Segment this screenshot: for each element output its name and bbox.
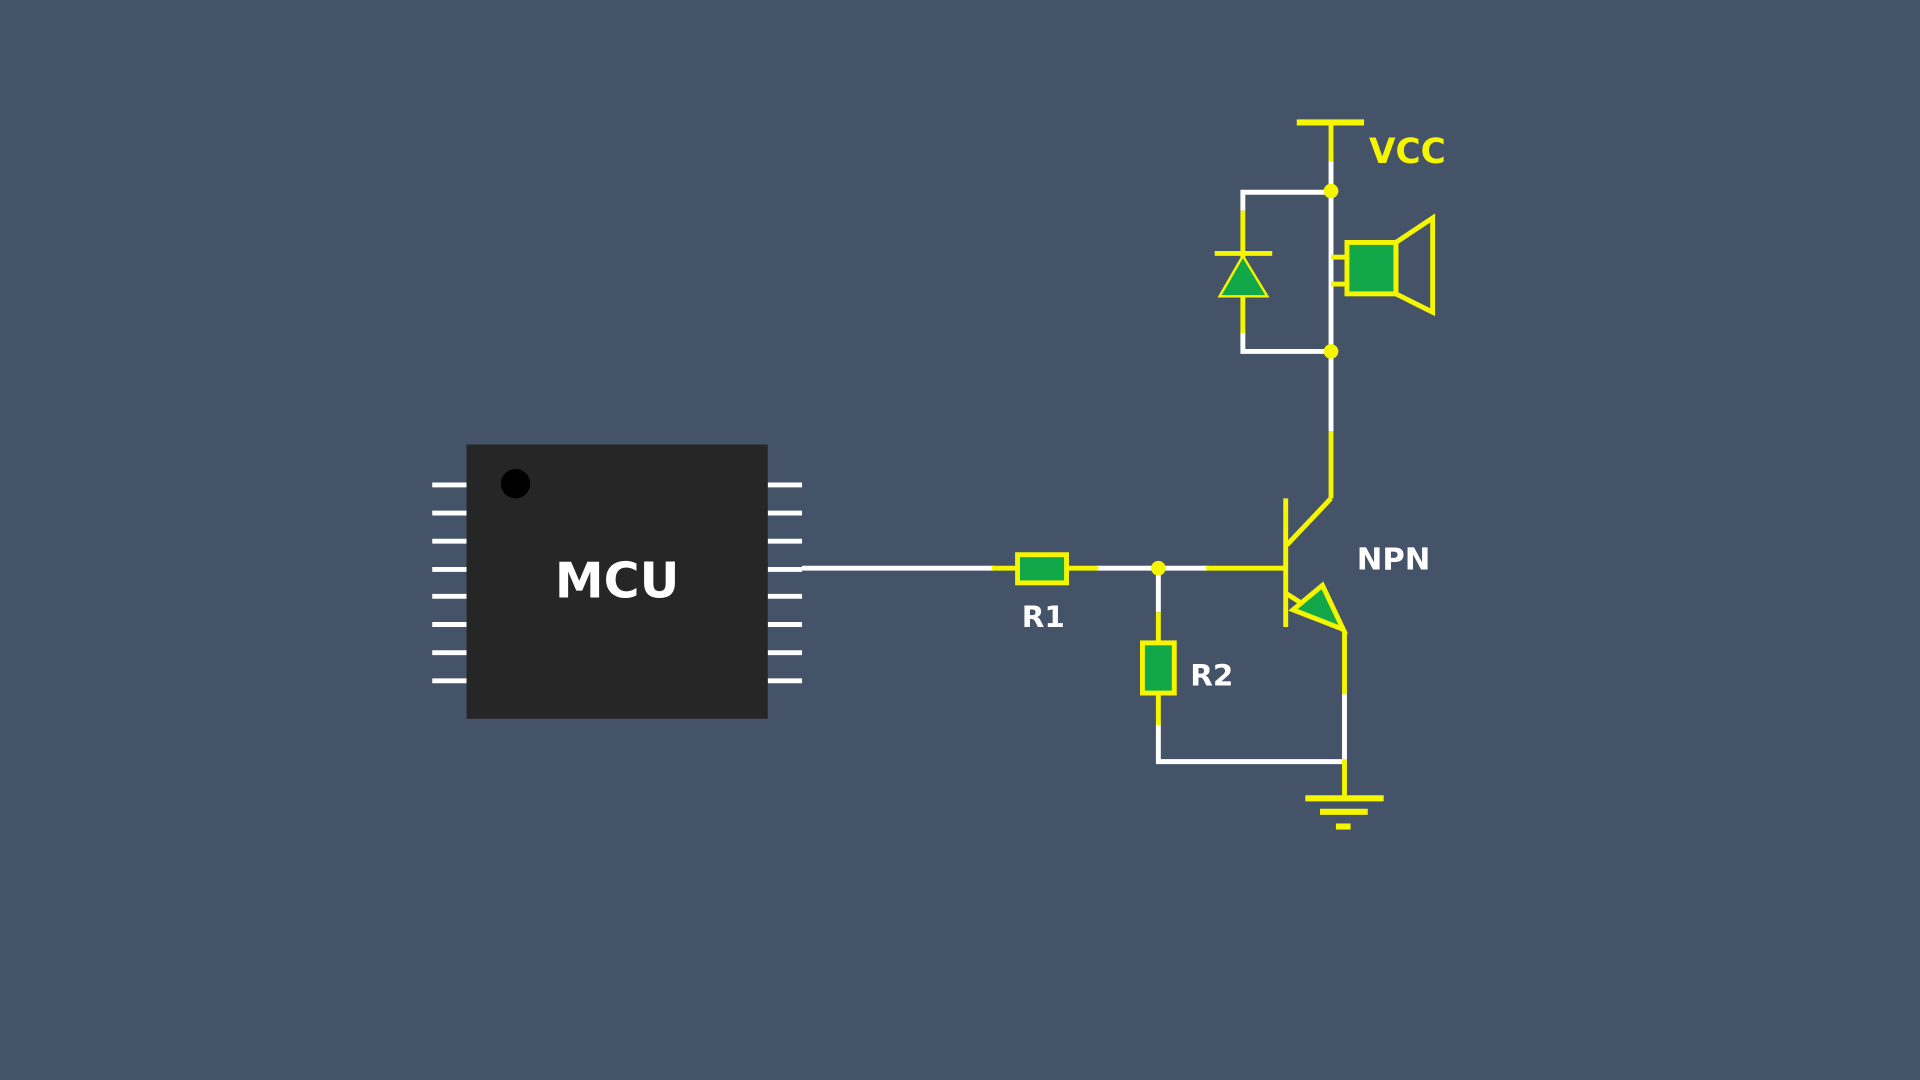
mcu-label: MCU: [555, 553, 679, 610]
mcu-chip: MCU: [432, 444, 803, 719]
r2-label: R2: [1190, 659, 1233, 693]
flyback-diode: [1214, 251, 1273, 298]
npn-label: NPN: [1357, 542, 1431, 577]
resistor-r2: [1140, 640, 1177, 696]
wires: [802, 159, 1347, 765]
active-wires: [991, 122, 1347, 799]
pin1-marker: [500, 468, 531, 499]
resistor-r1: [1015, 552, 1069, 586]
junction-dots: [1151, 183, 1339, 576]
npn-transistor: [1283, 496, 1349, 634]
vcc-label: VCC: [1369, 132, 1446, 172]
ground-symbol: [1305, 795, 1384, 830]
r1-label: R1: [1022, 600, 1065, 634]
speaker-icon: [1331, 213, 1436, 317]
